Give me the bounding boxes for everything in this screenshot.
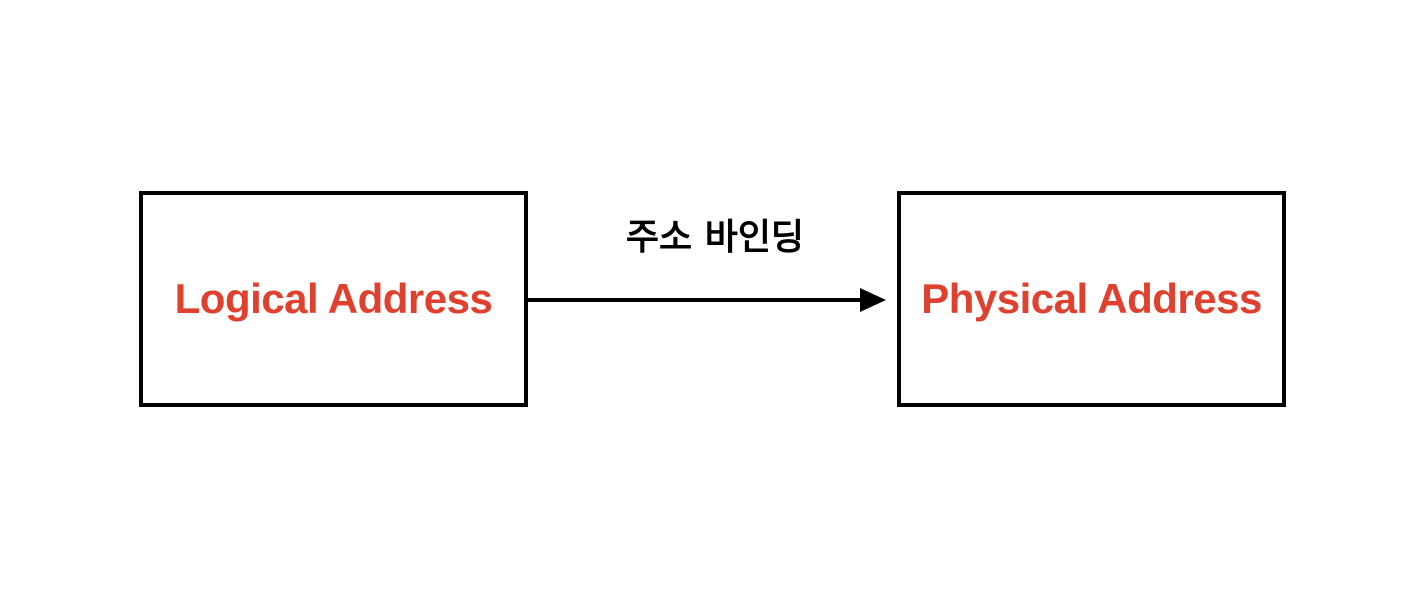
logical-address-box: Logical Address [139,191,528,407]
physical-address-box: Physical Address [897,191,1286,407]
address-binding-label: 주소 바인딩 [625,217,805,258]
physical-address-label: Physical Address [921,275,1262,322]
logical-address-label: Logical Address [174,275,493,322]
arrow-head-icon [860,288,886,312]
